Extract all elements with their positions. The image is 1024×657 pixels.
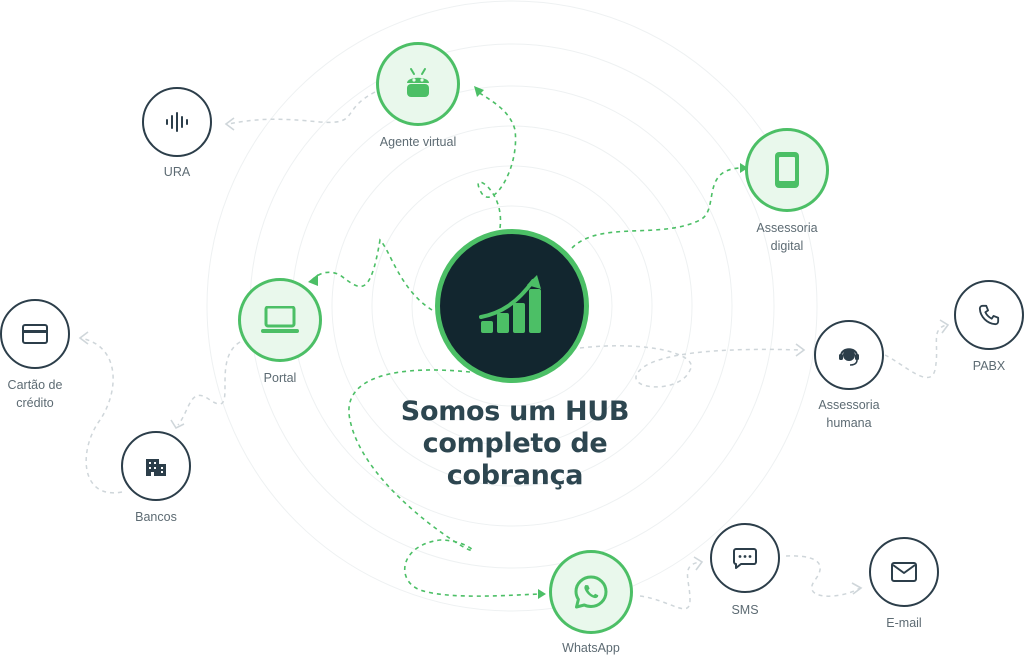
node-ura[interactable]: [142, 87, 212, 157]
credit-card-icon: [22, 324, 48, 344]
node-assessoria-humana[interactable]: [814, 320, 884, 390]
gray-connectors: [79, 91, 947, 610]
laptop-icon: [261, 306, 299, 333]
label-bancos: Bancos: [135, 510, 177, 524]
phone-icon: [978, 304, 1000, 326]
label-ura: URA: [163, 165, 191, 179]
node-portal[interactable]: [238, 278, 322, 362]
label-assessoria-digital: Assessoria digital: [756, 221, 818, 253]
label-assessoria-humana: Assessoria humana: [818, 398, 880, 430]
node-pabx[interactable]: [954, 280, 1024, 350]
green-arrowheads: [308, 86, 748, 599]
envelope-icon: [891, 562, 917, 582]
whatsapp-icon: [574, 575, 608, 609]
node-sms[interactable]: [710, 523, 780, 593]
gray-arrowheads: [78, 117, 950, 595]
android-robot-icon: [407, 68, 429, 97]
node-whatsapp[interactable]: [549, 550, 633, 634]
label-cartao-credito: Cartão de crédito: [7, 378, 63, 410]
label-agente-virtual: Agente virtual: [379, 135, 457, 149]
smartphone-icon: [775, 152, 799, 188]
audio-wave-icon: [166, 112, 188, 132]
bank-building-icon: [146, 459, 166, 476]
label-pabx: PABX: [972, 359, 1006, 373]
label-whatsapp: WhatsApp: [562, 641, 620, 655]
label-sms: SMS: [731, 603, 759, 617]
headset-agent-icon: [839, 348, 859, 366]
label-email: E-mail: [886, 616, 922, 630]
node-email[interactable]: [869, 537, 939, 607]
growth-chart-icon: [479, 275, 541, 333]
hub-headline: Somos um HUB completo de cobrança: [400, 396, 630, 491]
label-portal: Portal: [263, 371, 297, 385]
chat-bubble-icon: [733, 548, 757, 569]
node-cartao-credito[interactable]: [0, 299, 70, 369]
node-bancos[interactable]: [121, 431, 191, 501]
hub-center: [435, 229, 589, 383]
node-agente-virtual[interactable]: [376, 42, 460, 126]
green-connectors: [311, 91, 741, 597]
node-assessoria-digital[interactable]: [745, 128, 829, 212]
